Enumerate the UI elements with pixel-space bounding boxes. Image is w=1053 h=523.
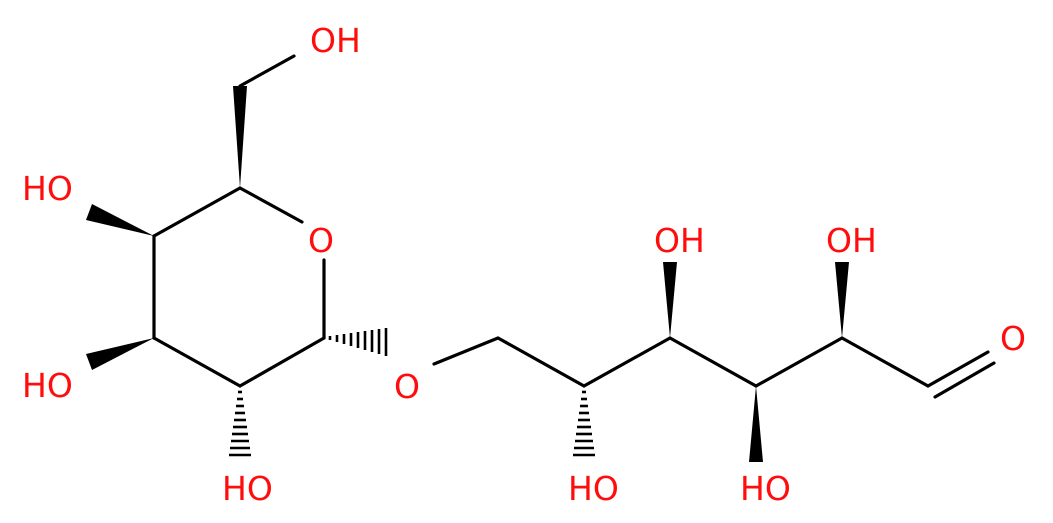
- atom-oh-c2chain: OH: [826, 221, 877, 260]
- atom-oh-c3: HO: [22, 366, 73, 405]
- bond-c5chain-c4chain: [582, 336, 672, 388]
- atom-oh-c2: HO: [222, 469, 273, 508]
- atom-labels: OH HO O HO O HO HO OH HO OH O: [22, 21, 1026, 508]
- bond-ch2-oh: [238, 54, 296, 88]
- bond-c4-c5: [152, 186, 242, 238]
- bonds: [152, 54, 996, 399]
- atom-o-ring: O: [308, 221, 334, 260]
- atom-o-aldehyde: O: [1000, 319, 1026, 358]
- atom-oh-c5chain: HO: [568, 469, 619, 508]
- hash-c1-oglyco: [328, 328, 388, 356]
- hash-bonds: [229, 328, 595, 457]
- wedge-c5-ch2: [233, 86, 247, 188]
- bond-c1-c2: [238, 336, 326, 388]
- wedge-c3chain-oh: [749, 386, 763, 462]
- hash-c2-oh: [229, 390, 251, 457]
- bond-c2-c3: [152, 336, 242, 388]
- wedge-c2chain-oh: [835, 262, 849, 338]
- bond-c4chain-c3chain: [668, 336, 758, 388]
- bond-aldehyde-a: [926, 350, 990, 388]
- bond-c2chain-c1chain: [840, 336, 930, 388]
- bond-c6-c5chain: [496, 336, 586, 388]
- wedge-c4chain-oh: [663, 262, 677, 338]
- bond-aldehyde-b: [933, 361, 996, 399]
- bond-oglyco-c6: [432, 336, 500, 366]
- atom-oh-c4chain: OH: [654, 221, 705, 260]
- wedge-bonds: [86, 86, 849, 462]
- atom-o-glyco: O: [394, 367, 420, 406]
- hash-c5chain-oh: [573, 390, 595, 457]
- atom-oh-c3chain: HO: [740, 469, 791, 508]
- wedge-c3-oh: [86, 338, 154, 370]
- bond-c5-oring: [238, 186, 304, 224]
- atom-oh-ch2: OH: [310, 21, 361, 60]
- wedge-c4-oh: [86, 204, 154, 236]
- bond-c3chain-c2chain: [754, 336, 844, 388]
- atom-oh-c4: HO: [22, 169, 73, 208]
